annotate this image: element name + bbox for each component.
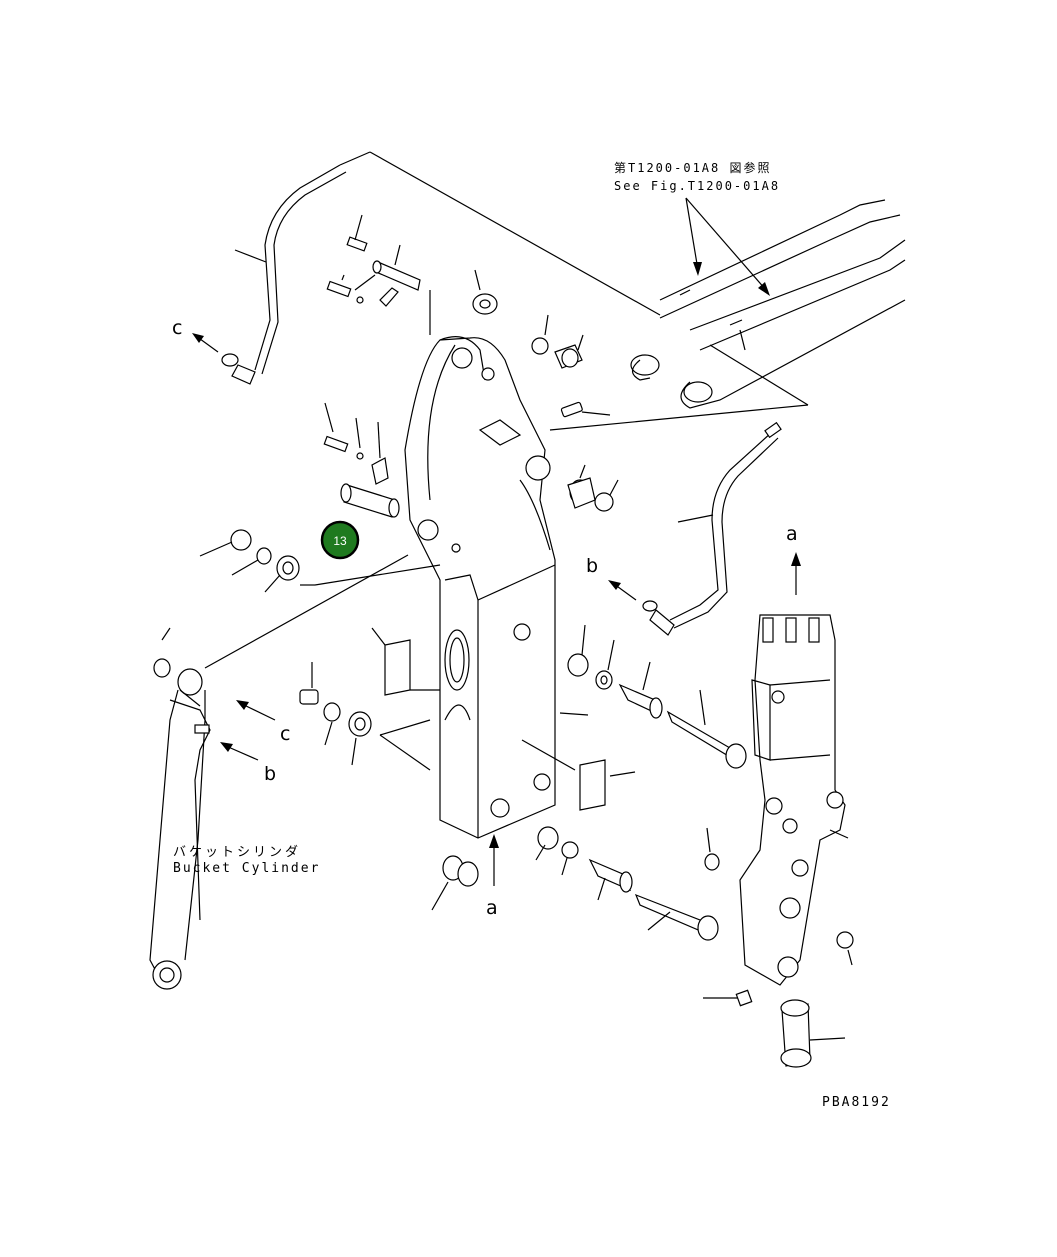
top-bushings (472, 269, 619, 512)
reference-arrows (685, 197, 770, 296)
arrow-b-bottom (220, 742, 259, 761)
arrow-label-c-bottom: c (280, 723, 290, 745)
bucket-link (703, 614, 854, 1068)
callout-13[interactable]: 13 (320, 520, 360, 560)
arrow-b-right (608, 580, 637, 601)
arrow-label-a-bottom: a (486, 897, 498, 919)
arrow-c-bottom (236, 700, 276, 721)
top-hardware (326, 214, 431, 335)
arrow-label-b-bottom: b (264, 763, 276, 785)
arrow-c-top (192, 333, 219, 353)
leader-lines (204, 151, 809, 669)
mid-hardware (199, 402, 400, 593)
cylinder-label-en: Bucket Cylinder (173, 861, 320, 876)
shims (371, 627, 636, 811)
lower-hose (642, 421, 782, 636)
upper-hose (221, 164, 347, 385)
arrow-a-bottom (489, 834, 499, 886)
right-pins (535, 624, 747, 941)
arrow-label-c-top: c (172, 317, 182, 339)
boom-outline (630, 199, 906, 409)
reference-jp: 第T1200-01A8 図参照 (614, 160, 771, 175)
arrow-label-a-top: a (786, 523, 798, 545)
arrow-a-top (791, 552, 801, 595)
drawing-code: PBA8192 (822, 1095, 891, 1110)
bucket-cylinder (149, 627, 211, 990)
cylinder-label-jp: バケットシリンダ (173, 845, 301, 860)
callout-number: 13 (333, 534, 347, 548)
lower-left-washers (299, 662, 431, 771)
reference-en: See Fig.T1200-01A8 (614, 179, 780, 193)
arm-body (404, 336, 589, 839)
bottom-washers (431, 855, 479, 911)
arrow-label-b-right: b (586, 555, 598, 577)
